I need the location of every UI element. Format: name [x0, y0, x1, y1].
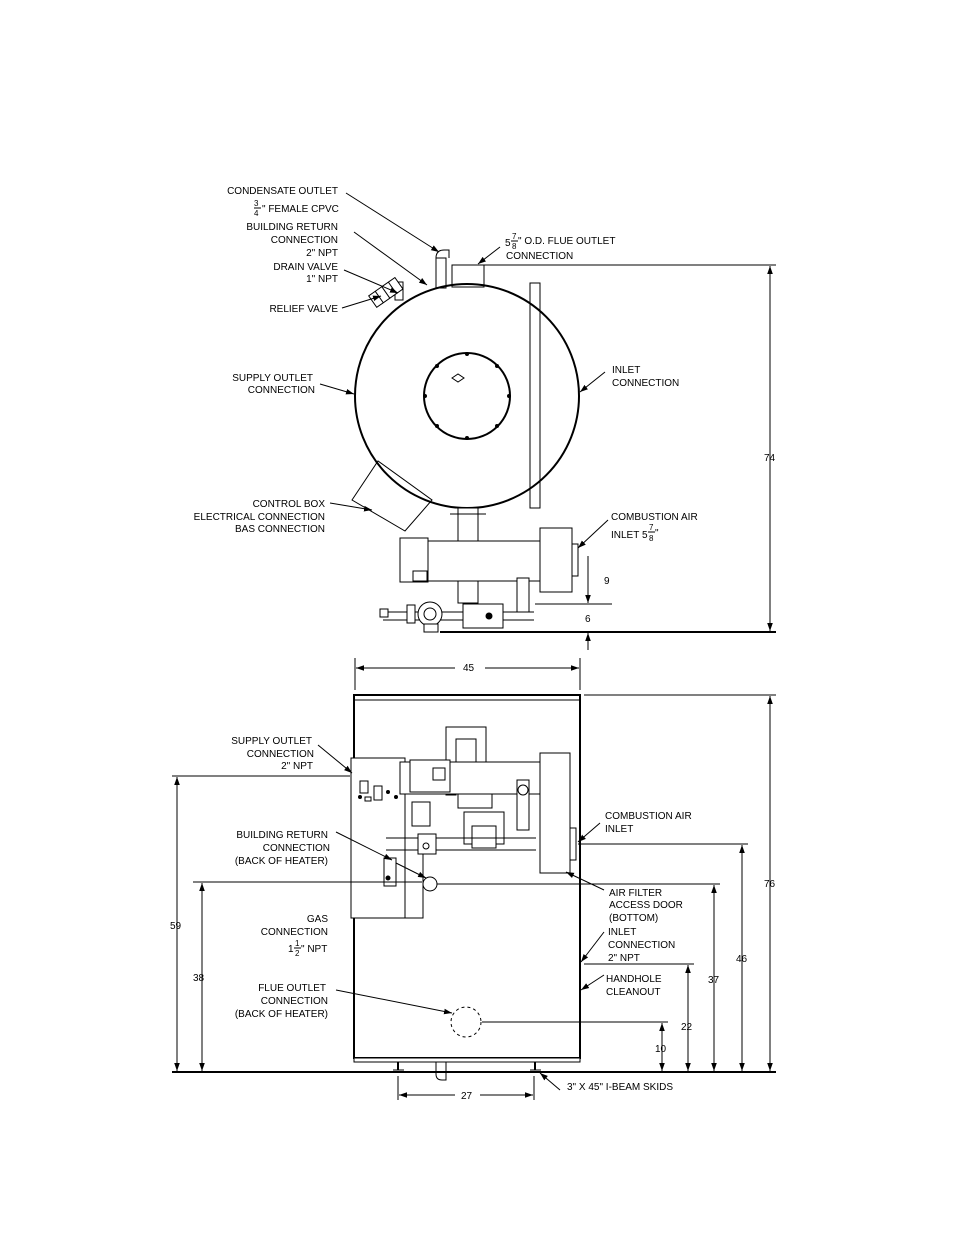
gas-valve-assembly	[383, 779, 536, 887]
label-cpvc-num: 3	[254, 199, 259, 208]
label-relief-valve: RELIEF VALVE	[269, 304, 338, 315]
front-labels: SUPPLY OUTLET CONNECTION 2" NPT BUILDING…	[231, 736, 691, 1093]
label-supply-outlet-2: CONNECTION	[248, 385, 315, 396]
label-front-inlet-2: CONNECTION	[608, 940, 675, 951]
label-front-combustion-air: COMBUSTION AIR	[605, 811, 692, 822]
top-view: 74 9 6 45 CONDENSATE OUTLET 3 4 " FEMALE…	[194, 186, 776, 690]
label-cpvc-den: 4	[254, 209, 259, 218]
label-front-building-return-2: CONNECTION	[263, 843, 330, 854]
front-view: 59 38 76 46 37 22 10 27	[170, 694, 776, 1102]
label-control-box: CONTROL BOX	[253, 499, 326, 510]
label-air-filter-2: ACCESS DOOR	[609, 900, 683, 911]
label-handhole: HANDHOLE	[606, 974, 662, 985]
label-control-box-2: ELECTRICAL CONNECTION	[194, 512, 325, 523]
label-combustion-air-2: INLET 5	[611, 530, 648, 541]
label-building-return: BUILDING RETURN	[246, 222, 338, 233]
condensate-pipe	[435, 249, 450, 289]
label-gas-den: 2	[295, 949, 300, 958]
dim-74: 74	[764, 453, 776, 464]
label-gas-2: CONNECTION	[261, 927, 328, 938]
label-combustion-air: COMBUSTION AIR	[611, 512, 698, 523]
label-flue-num: 7	[512, 232, 517, 241]
inlet-pipe-stub	[529, 282, 541, 509]
flue-outlet-stub	[451, 264, 485, 288]
gas-train	[379, 577, 534, 633]
dim-38: 38	[193, 973, 205, 984]
label-supply-outlet: SUPPLY OUTLET	[232, 373, 313, 384]
label-control-box-3: BAS CONNECTION	[235, 524, 325, 535]
dim-59: 59	[170, 921, 182, 932]
dim-45: 45	[463, 663, 475, 674]
flue-outlet-back-dashed	[450, 1006, 482, 1038]
burner-sight-mark	[451, 373, 465, 383]
label-flue-outlet-2: CONNECTION	[506, 251, 573, 262]
air-filter-access	[422, 876, 438, 892]
label-air-filter: AIR FILTER	[609, 888, 662, 899]
label-inlet-connection-2: CONNECTION	[612, 378, 679, 389]
label-flue-outlet: " O.D. FLUE OUTLET	[518, 236, 615, 247]
burner-bolts	[423, 352, 511, 440]
label-inlet-connection: INLET	[612, 365, 640, 376]
dim-10: 10	[655, 1044, 667, 1055]
label-front-supply-outlet: SUPPLY OUTLET	[231, 736, 312, 747]
label-gas-npt: " NPT	[301, 944, 327, 955]
label-comb-tail: "	[655, 528, 659, 539]
label-handhole-2: CLEANOUT	[606, 987, 660, 998]
label-ibeam-skids: 3" X 45" I-BEAM SKIDS	[567, 1082, 673, 1093]
dim-9: 9	[604, 576, 610, 587]
dim-46: 46	[736, 954, 748, 965]
label-building-return-3: 2" NPT	[306, 248, 338, 259]
label-drain-valve-2: 1" NPT	[306, 274, 338, 285]
base-plate	[353, 1057, 581, 1063]
label-building-return-2: CONNECTION	[271, 235, 338, 246]
combustion-air-box	[539, 527, 573, 593]
label-front-flue-outlet: FLUE OUTLET	[258, 983, 326, 994]
label-front-inlet: INLET	[608, 927, 636, 938]
label-front-building-return: BUILDING RETURN	[236, 830, 328, 841]
front-combustion-air-box	[539, 752, 571, 874]
control-box	[351, 460, 433, 532]
label-front-inlet-3: 2" NPT	[608, 953, 640, 964]
label-gas-num: 1	[295, 939, 300, 948]
label-front-building-return-3: (BACK OF HEATER)	[235, 856, 328, 867]
top-labels: CONDENSATE OUTLET 3 4 " FEMALE CPVC BUIL…	[194, 186, 698, 543]
dim-6: 6	[585, 614, 591, 625]
ibeam-skids	[393, 1062, 541, 1081]
label-comb-den: 8	[649, 534, 654, 543]
label-air-filter-3: (BOTTOM)	[609, 913, 658, 924]
label-front-supply-outlet-3: 2" NPT	[281, 761, 313, 772]
dim-27: 27	[461, 1091, 473, 1102]
label-cpvc-type: " FEMALE CPVC	[262, 204, 339, 215]
label-front-combustion-air-2: INLET	[605, 824, 633, 835]
dim-37: 37	[708, 975, 720, 986]
dim-22: 22	[681, 1022, 693, 1033]
label-condensate-outlet: CONDENSATE OUTLET	[227, 186, 338, 197]
label-gas-whole: 1	[288, 944, 294, 955]
label-front-flue-outlet-2: CONNECTION	[261, 996, 328, 1007]
label-comb-num: 7	[649, 523, 654, 532]
label-front-supply-outlet-2: CONNECTION	[247, 749, 314, 760]
label-flue-whole: 5	[505, 238, 511, 249]
label-drain-valve: DRAIN VALVE	[273, 262, 338, 273]
label-gas: GAS	[307, 914, 328, 925]
label-flue-den: 8	[512, 242, 517, 251]
dim-76: 76	[764, 879, 776, 890]
label-front-flue-outlet-3: (BACK OF HEATER)	[235, 1009, 328, 1020]
